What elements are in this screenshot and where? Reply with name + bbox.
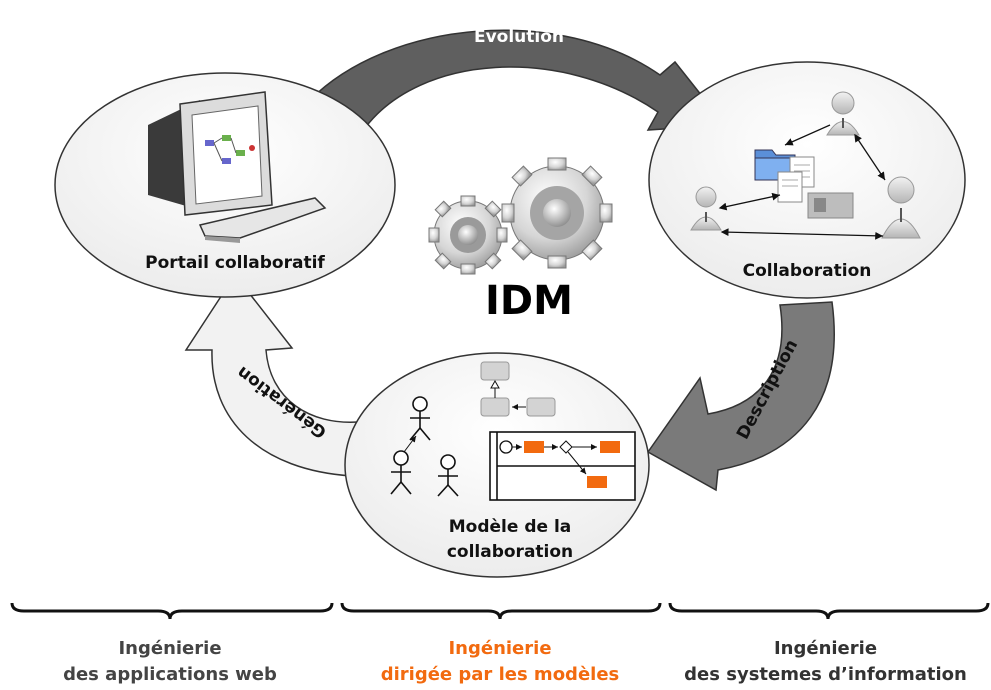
class-diagram-icon — [480, 361, 556, 417]
right-brace — [668, 602, 990, 620]
footer-middle: Ingénierie dirigée par les modèles — [335, 636, 665, 688]
middle-brace — [340, 602, 662, 620]
actor-icon — [437, 454, 459, 497]
footer-left-line2: des applications web — [63, 664, 277, 685]
footer-right-line1: Ingénierie — [773, 638, 878, 659]
actor-icon — [390, 450, 412, 495]
generation-arrow — [184, 273, 359, 477]
left-brace — [10, 602, 334, 620]
gear-icon — [501, 157, 613, 269]
portal-label: Portail collaboratif — [145, 253, 325, 273]
footer-right: Ingénierie des systemes d’information — [660, 636, 991, 688]
footer-left-line1: Ingénierie — [118, 638, 222, 659]
model-label-line2: collaboration — [447, 542, 573, 562]
idm-title: IDM — [485, 278, 573, 324]
person-icon — [690, 186, 722, 231]
footer-middle-line1: Ingénierie — [448, 638, 552, 659]
description-arrow — [646, 301, 835, 492]
gear-icon — [428, 195, 508, 275]
person-icon — [826, 91, 860, 136]
evolution-label: Evolution — [474, 27, 564, 47]
process-diagram-icon — [489, 431, 636, 501]
footer-middle-line2: dirigée par les modèles — [380, 664, 620, 685]
collaboration-label: Collaboration — [743, 261, 872, 281]
footer-right-line2: des systemes d’information — [684, 664, 967, 685]
footer-left: Ingénierie des applications web — [0, 636, 340, 688]
document-icon — [777, 156, 854, 219]
person-icon — [881, 176, 921, 239]
computer-icon — [148, 91, 327, 243]
model-label-line1: Modèle de la — [449, 517, 572, 537]
